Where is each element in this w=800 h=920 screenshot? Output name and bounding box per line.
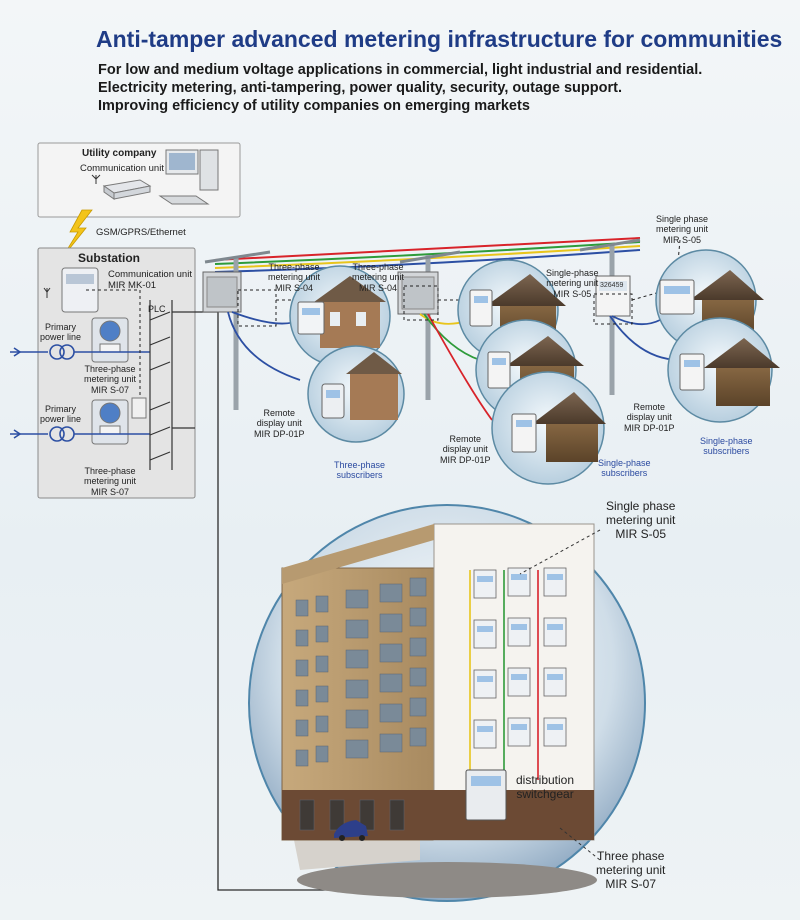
primary-line-1 — [10, 344, 150, 360]
substation-comm-unit-label: Communication unit MIR MK-01 — [108, 269, 192, 291]
pole-meter-box-2 — [397, 271, 439, 315]
utility-company-title: Utility company — [82, 148, 157, 159]
communication-unit-icon — [91, 174, 152, 200]
switchgear-meter — [465, 769, 507, 821]
single-phase-meter-label-top: Single phase metering unit MIR S-05 — [656, 214, 709, 245]
plc-box — [131, 397, 147, 419]
three-phase-subscribers-label: Three-phase subscribers — [334, 460, 386, 481]
building-single-meter-label: Single phase metering unit MIR S-05 — [606, 499, 676, 541]
switchgear-label: distribution switchgear — [516, 773, 575, 801]
three-phase-meter-label-1: Three-phase metering unit MIR S-04 — [268, 262, 321, 293]
substation-title: Substation — [78, 251, 140, 265]
plc-label: PLC — [148, 304, 166, 314]
gsm-link-bolt — [61, 209, 93, 259]
plc-dashed-link — [86, 289, 141, 398]
substation-meter-2 — [91, 399, 129, 445]
house-bubble-three-phase-2 — [307, 345, 405, 443]
single-phase-meter-label-small: Single-phase metering unit MIR S-05 — [546, 268, 599, 299]
apartment-building-scene — [248, 504, 646, 902]
single-phase-subscribers-label-2: Single-phase subscribers — [700, 436, 753, 457]
building-three-meter-label: Three phase metering unit MIR S-07 — [596, 849, 666, 891]
primary-line-2 — [10, 426, 150, 442]
single-phase-subscribers-label-1: Single-phase subscribers — [598, 458, 651, 479]
house-bubble-three-phase-1 — [289, 265, 391, 367]
subtitle-line-1: For low and medium voltage applications … — [98, 62, 703, 78]
substation-meter-1 — [91, 317, 129, 363]
subtitle-line-3: Improving efficiency of utility companie… — [98, 98, 530, 114]
substation-meter-label-2: Three-phase metering unit MIR S-07 — [84, 466, 137, 497]
remote-display-label-1: Remote display unit MIR DP-01P — [254, 408, 305, 439]
page-title: Anti-tamper advanced metering infrastruc… — [96, 26, 783, 52]
drop-wires — [227, 311, 681, 421]
computer-icon — [158, 149, 219, 205]
utility-comm-unit-label: Communication unit — [80, 163, 164, 174]
apartment-meter-screens — [477, 574, 563, 732]
building-callout-lines — [519, 529, 601, 861]
house-bubble-single-3 — [491, 371, 606, 485]
car-icon — [334, 820, 368, 841]
house-bubble-single-5 — [667, 317, 780, 423]
subtitle-line-2: Electricity metering, anti-tampering, po… — [98, 80, 622, 96]
primary-line-label-2: Primary power line — [40, 404, 82, 425]
plc-switch — [149, 300, 195, 470]
primary-line-label-1: Primary power line — [40, 322, 82, 343]
substation-meter-label-1: Three-phase metering unit MIR S-07 — [84, 364, 137, 395]
pole-meter-box-3 — [595, 275, 631, 317]
gsm-link-label: GSM/GPRS/Ethernet — [96, 227, 186, 238]
pole-meter-reading: 326459 — [600, 282, 624, 289]
remote-display-label-3: Remote display unit MIR DP-01P — [624, 402, 675, 433]
three-phase-meter-label-2: Three-phase metering unit MIR S-04 — [352, 262, 405, 293]
pole-meter-box-1 — [202, 271, 242, 313]
remote-display-label-2: Remote display unit MIR DP-01P — [440, 434, 491, 465]
building-windows — [295, 577, 427, 831]
